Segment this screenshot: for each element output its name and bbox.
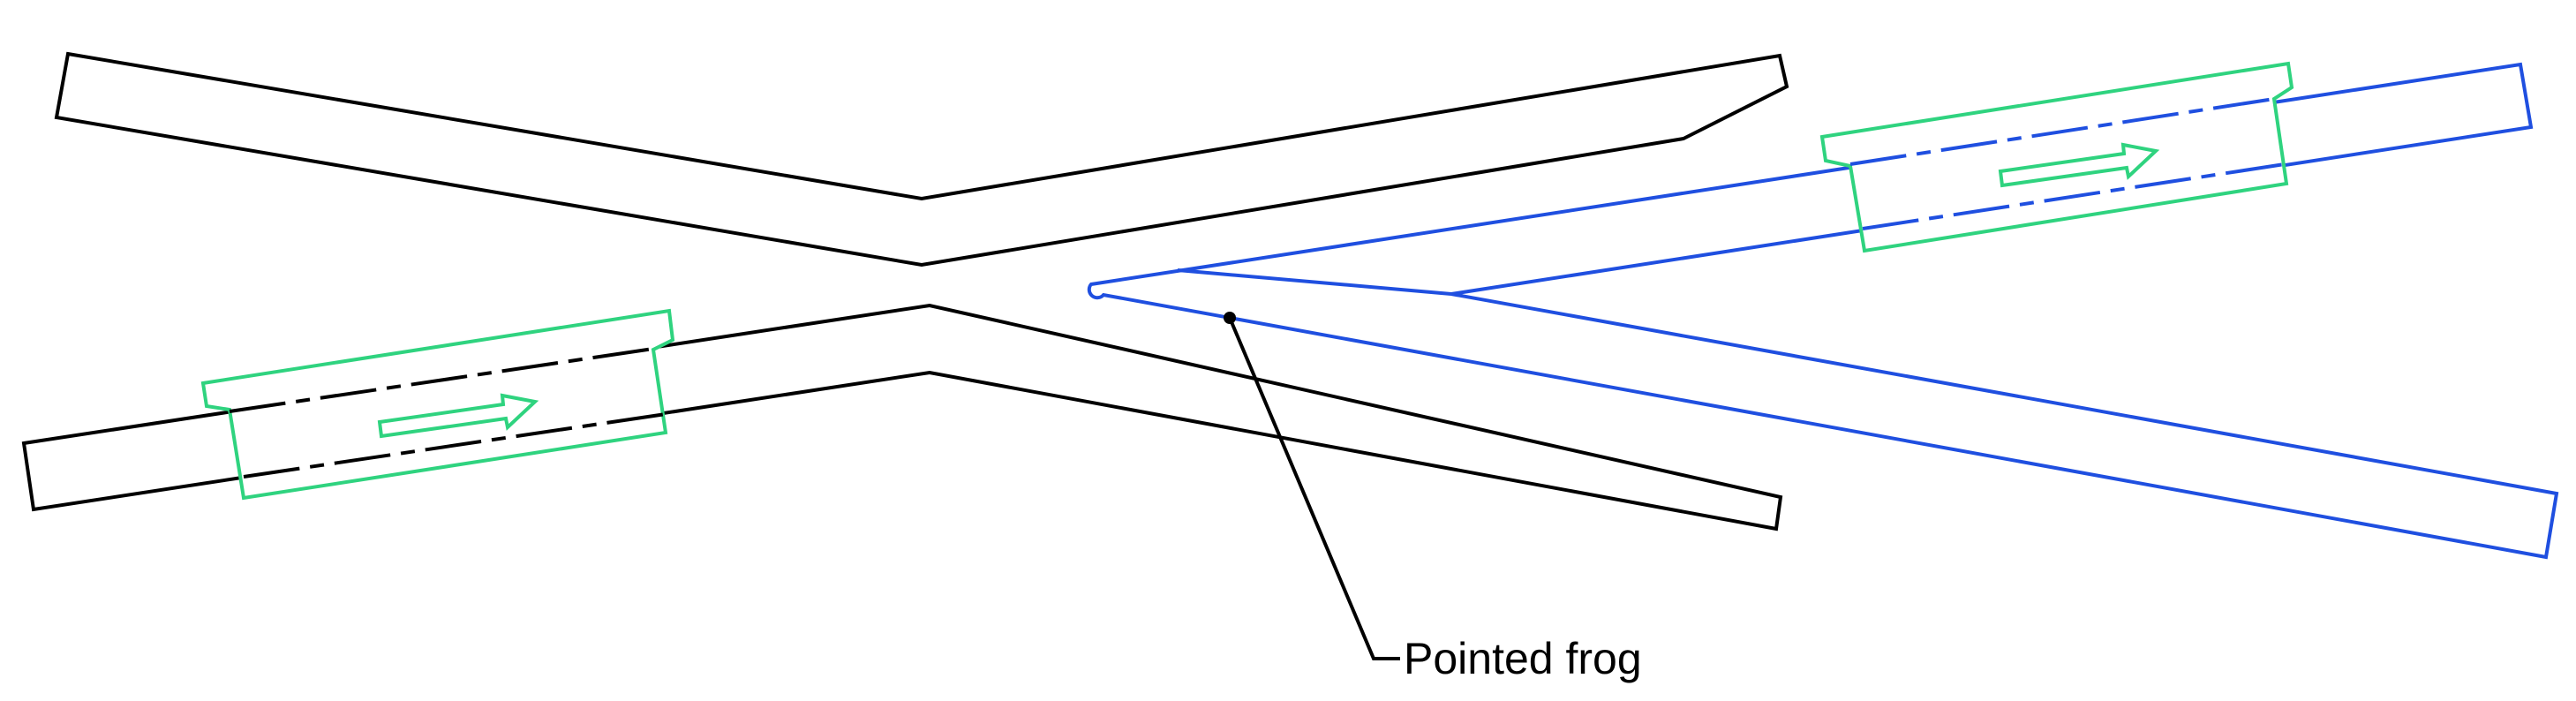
right-wheel xyxy=(1819,61,2294,253)
pointed-frog-callout: Pointed frog xyxy=(1224,312,1642,683)
right-wheel-arrow xyxy=(1998,142,2160,188)
lower-wing-rail xyxy=(21,303,1783,531)
upper-wing-rail xyxy=(54,51,1789,268)
frog-point-inner-line xyxy=(1177,268,1452,296)
frog-point-rail xyxy=(1087,62,2559,560)
pointed-frog-label: Pointed frog xyxy=(1404,634,1642,683)
left-wheel xyxy=(200,308,675,501)
callout-leader-line xyxy=(1228,317,1400,660)
left-wheel-arrow xyxy=(377,393,539,439)
